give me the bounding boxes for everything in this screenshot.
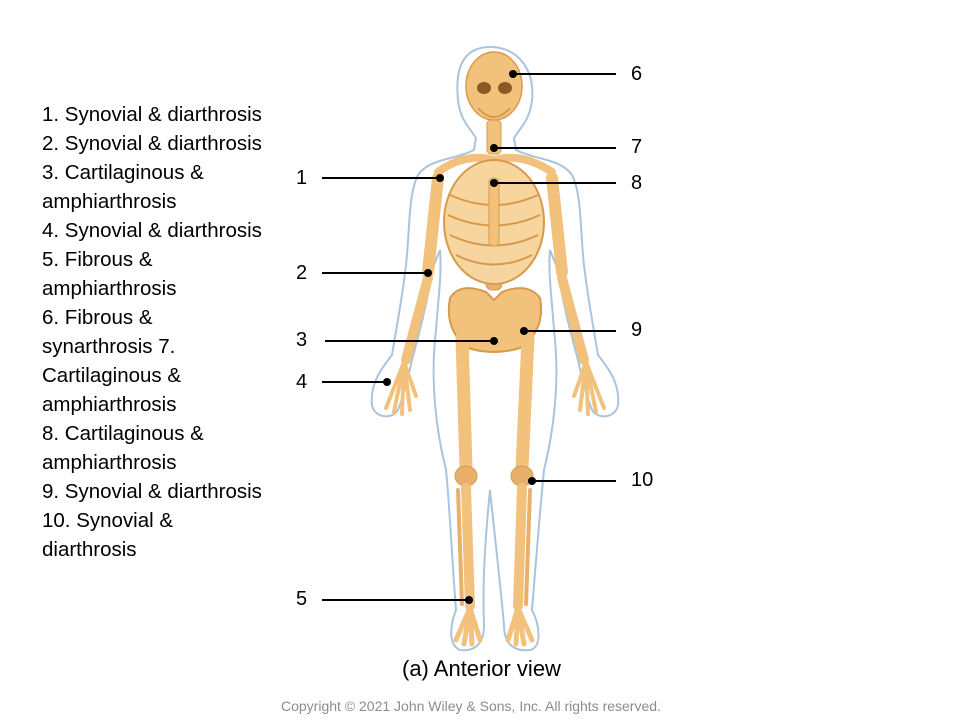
answer-list: 1. Synovial & diarthrosis 2. Synovial & … (42, 100, 304, 564)
eye-socket (477, 82, 491, 94)
copyright-notice: Copyright © 2021 John Wiley & Sons, Inc.… (281, 698, 661, 714)
pointer-dot-1 (436, 174, 444, 182)
pointer-dot-3 (490, 337, 498, 345)
fibula (524, 488, 532, 606)
pointer-dot-2 (424, 269, 432, 277)
label-10: 10 (631, 469, 654, 491)
humerus (422, 172, 444, 278)
sternum (488, 177, 500, 247)
label-2: 2 (296, 262, 308, 284)
femur (455, 331, 473, 475)
hand (384, 360, 418, 416)
answer-line: amphiarthrosis (42, 451, 177, 474)
pointer-dot-9 (520, 327, 528, 335)
clavicle (434, 153, 498, 176)
answer-line: 8. Cartilaginous & (42, 422, 204, 445)
figure-caption: (a) Anterior view (402, 656, 561, 681)
pointer-dot-8 (490, 179, 498, 187)
label-9: 9 (631, 319, 643, 341)
leader-lines (322, 73, 616, 601)
label-7: 7 (631, 136, 643, 158)
answer-line: synarthrosis 7. (42, 335, 176, 358)
label-5: 5 (296, 588, 308, 610)
pointer-dot-6 (509, 70, 517, 78)
pointer-dots (383, 70, 536, 604)
clavicle (490, 153, 556, 176)
answer-line: 10. Synovial & (42, 509, 174, 532)
label-3: 3 (296, 329, 308, 351)
answer-line: 2. Synovial & diarthrosis (42, 132, 262, 155)
forearm (557, 273, 589, 365)
answer-line: Cartilaginous & (42, 364, 182, 387)
cervical-spine (486, 119, 502, 155)
label-8: 8 (631, 172, 643, 194)
label-6: 6 (631, 63, 643, 85)
answer-line: amphiarthrosis (42, 393, 177, 416)
answer-line: 3. Cartilaginous & (42, 161, 204, 184)
answer-line: 9. Synovial & diarthrosis (42, 480, 262, 503)
forearm (401, 273, 433, 365)
answer-line: 5. Fibrous & (42, 248, 153, 271)
pointer-dot-10 (528, 477, 536, 485)
answer-line: 1. Synovial & diarthrosis (42, 103, 262, 126)
eye-socket (498, 82, 512, 94)
humerus (546, 172, 568, 278)
tibia (461, 483, 475, 611)
pointer-dot-5 (465, 596, 473, 604)
foot (505, 605, 535, 647)
jaw (477, 107, 511, 118)
answer-line: amphiarthrosis (42, 190, 177, 213)
answer-line: diarthrosis (42, 538, 137, 561)
hand (572, 360, 606, 416)
answer-line: 4. Synovial & diarthrosis (42, 219, 262, 242)
tibia (513, 483, 527, 611)
answer-line: amphiarthrosis (42, 277, 177, 300)
femur (515, 331, 535, 475)
label-4: 4 (296, 371, 308, 393)
answer-line: 6. Fibrous & (42, 306, 153, 329)
pointer-dot-7 (490, 144, 498, 152)
pointer-dot-4 (383, 378, 391, 386)
label-1: 1 (296, 167, 308, 189)
foot (453, 605, 483, 647)
fibula (456, 488, 464, 606)
